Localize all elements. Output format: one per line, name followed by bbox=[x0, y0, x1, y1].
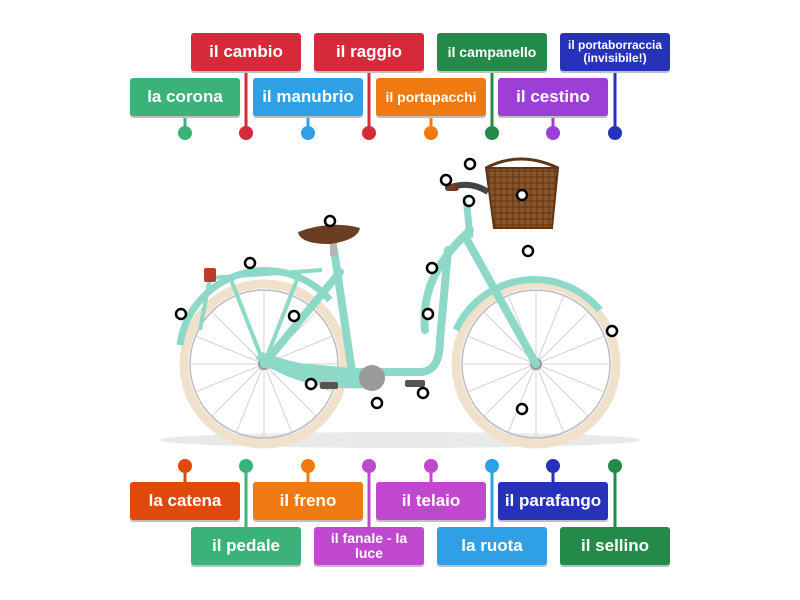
label-freno[interactable]: il freno bbox=[253, 482, 363, 520]
hotspot-basket[interactable] bbox=[515, 188, 529, 202]
label-cambio-text: il cambio bbox=[209, 42, 283, 62]
label-cestino-text: il cestino bbox=[516, 87, 590, 107]
hotspot-front-light[interactable] bbox=[521, 244, 535, 258]
label-manubrio[interactable]: il manubrio bbox=[253, 78, 363, 116]
label-freno-text: il freno bbox=[279, 491, 337, 511]
label-fanale[interactable]: il fanale - la luce bbox=[314, 527, 424, 565]
label-sellino-text: il sellino bbox=[580, 536, 650, 556]
hotspot-frame-down[interactable] bbox=[421, 307, 435, 321]
label-portapacchi[interactable]: il portapacchi bbox=[376, 78, 486, 116]
label-catena-text: la catena bbox=[148, 491, 222, 511]
label-corona-text: la corona bbox=[147, 87, 223, 107]
label-portaborraccia[interactable]: il portaborraccia (invisibile!) bbox=[560, 33, 670, 71]
label-portapacchi-text: il portapacchi bbox=[385, 88, 477, 105]
hotspot-handlebar-stem[interactable] bbox=[462, 194, 476, 208]
label-cestino[interactable]: il cestino bbox=[498, 78, 608, 116]
hotspot-frame-head[interactable] bbox=[425, 261, 439, 275]
label-ruota[interactable]: la ruota bbox=[437, 527, 547, 565]
label-fanale-text: il fanale - la luce bbox=[330, 530, 408, 561]
label-ruota-text: la ruota bbox=[461, 536, 523, 556]
label-sellino[interactable]: il sellino bbox=[560, 527, 670, 565]
label-cambio[interactable]: il cambio bbox=[191, 33, 301, 71]
label-pedale[interactable]: il pedale bbox=[191, 527, 301, 565]
hotspot-rear-brake[interactable] bbox=[287, 309, 301, 323]
hotspot-pedal[interactable] bbox=[416, 386, 430, 400]
label-telaio[interactable]: il telaio bbox=[376, 482, 486, 520]
hotspot-rear-fender[interactable] bbox=[174, 307, 188, 321]
hotspot-seat[interactable] bbox=[323, 214, 337, 228]
label-raggio-text: il raggio bbox=[335, 42, 403, 62]
label-campanello-text: il campanello bbox=[447, 43, 537, 60]
label-portaborraccia-text: il portaborraccia (invisibile!) bbox=[567, 38, 663, 65]
label-parafango[interactable]: il parafango bbox=[498, 482, 608, 520]
label-pedale-text: il pedale bbox=[211, 536, 281, 556]
hotspot-front-tyre[interactable] bbox=[605, 324, 619, 338]
hotspot-handlebar-left[interactable] bbox=[439, 173, 453, 187]
hotspot-chain[interactable] bbox=[370, 396, 384, 410]
label-manubrio-text: il manubrio bbox=[262, 87, 354, 107]
hotspot-rear-hub[interactable] bbox=[304, 377, 318, 391]
label-parafango-text: il parafango bbox=[504, 491, 602, 511]
label-catena[interactable]: la catena bbox=[130, 482, 240, 520]
hotspot-basket-top[interactable] bbox=[463, 157, 477, 171]
hotspot-spoke[interactable] bbox=[515, 402, 529, 416]
label-campanello[interactable]: il campanello bbox=[437, 33, 547, 71]
hotspot-rear-rack[interactable] bbox=[243, 256, 257, 270]
label-telaio-text: il telaio bbox=[401, 491, 461, 511]
label-raggio[interactable]: il raggio bbox=[314, 33, 424, 71]
label-corona[interactable]: la corona bbox=[130, 78, 240, 116]
